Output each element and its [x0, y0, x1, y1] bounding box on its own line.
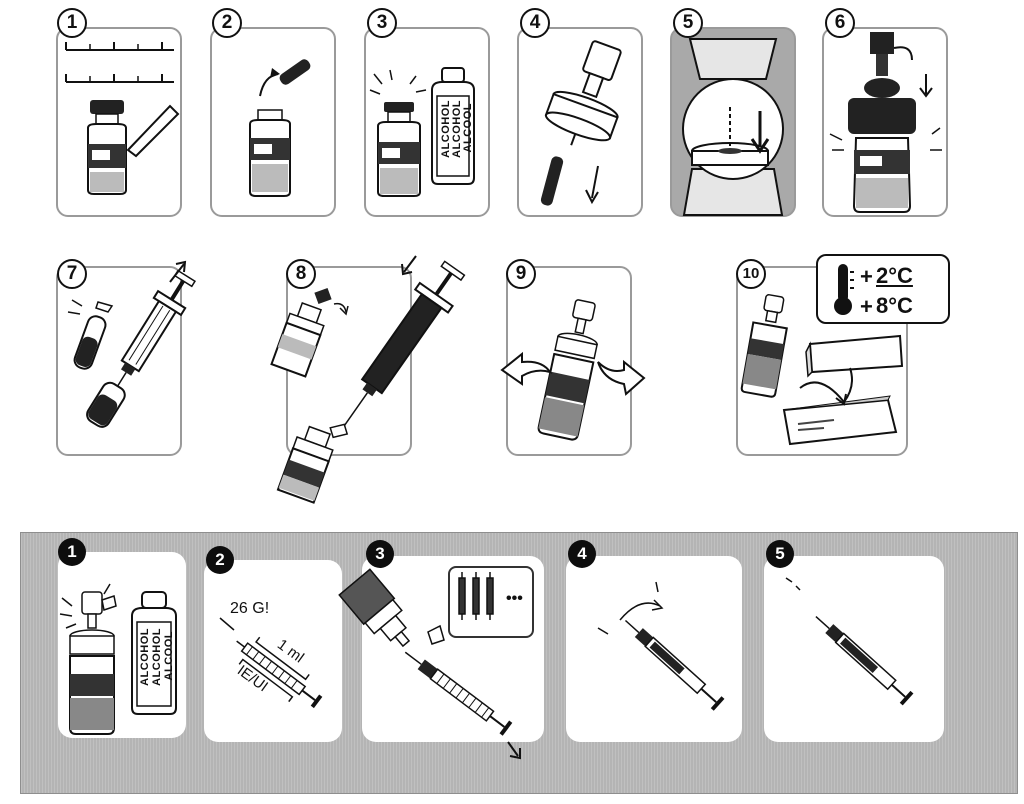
ampoule-icon	[67, 299, 114, 370]
sparkle-lines-icon	[369, 69, 427, 95]
injection-step-2-number: 2	[206, 546, 234, 574]
measuring-scale-icon	[65, 42, 174, 83]
adapter-closeup-icon	[682, 38, 784, 216]
step-8-number: 8	[286, 259, 316, 289]
more-syringes-dots: •••	[506, 590, 523, 607]
syringe-group-icon	[458, 572, 494, 620]
alcohol-label-bottom-3: ALCOOL	[163, 631, 175, 681]
cap-removed-icon	[259, 59, 311, 97]
label-tag-icon	[126, 104, 180, 158]
plus-sign-1: +	[860, 264, 873, 289]
injection-step-1-number: 1	[58, 538, 86, 566]
injection-step-3-number: 3	[366, 540, 394, 568]
vial-icon	[377, 102, 421, 197]
vial-icon	[249, 109, 291, 197]
injection-step-4-number: 4	[568, 540, 596, 568]
plus-sign-2: +	[860, 294, 873, 319]
alcohol-bottle-icon	[131, 591, 177, 715]
step-7-number: 7	[57, 259, 87, 289]
vial-icon	[270, 287, 349, 378]
injection-step-5-number: 5	[766, 540, 794, 568]
vial-icon	[59, 583, 117, 735]
needle-cap-removal-icon	[597, 581, 725, 711]
thermometer-icon	[834, 264, 854, 315]
step-6-number: 6	[825, 8, 855, 38]
alcohol-label-bottom-2: ALCOHOL	[151, 628, 163, 686]
step-5-number: 5	[673, 8, 703, 38]
storage-temp-low: 8°C	[876, 293, 913, 318]
step-3-number: 3	[367, 8, 397, 38]
injection-step-2-panel	[204, 560, 342, 742]
storage-temperature-box: + 2°C + 8°C	[816, 254, 950, 324]
alcohol-label-bottom-1: ALCOHOL	[139, 628, 151, 686]
vial-icon	[87, 100, 127, 195]
step-9-number: 9	[506, 259, 536, 289]
step-4-number: 4	[520, 8, 550, 38]
carton-box-icon	[740, 294, 904, 446]
vial-with-adapter-icon	[829, 32, 942, 213]
vial-adapter-icon	[540, 40, 622, 206]
step-1-number: 1	[57, 8, 87, 38]
swirl-arrows-icon	[500, 351, 646, 396]
insulin-syringe-icon	[219, 617, 323, 709]
air-removal-syringe-icon	[785, 577, 914, 706]
alcohol-label-3: ALCOOL	[462, 103, 474, 153]
storage-temp-high: 2°C	[876, 263, 913, 288]
vial-icon	[537, 299, 598, 441]
syringe-icon	[86, 260, 196, 428]
syringe-icon	[276, 255, 466, 504]
alcohol-bottle-icon	[431, 67, 475, 185]
needle-gauge-label: 26 G!	[230, 600, 270, 617]
step-10-number: 10	[736, 259, 766, 289]
vial-syringe-icon	[338, 568, 521, 760]
step-2-number: 2	[212, 8, 242, 38]
